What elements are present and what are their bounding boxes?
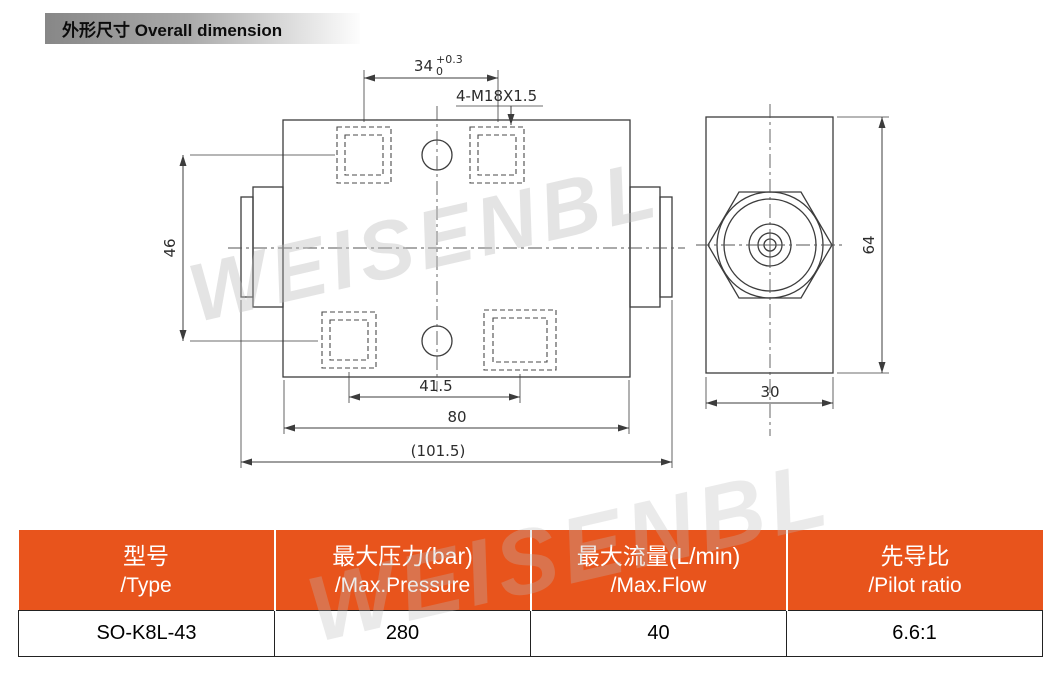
side-view — [696, 104, 844, 436]
col-header-max-flow-en: /Max.Flow — [610, 574, 707, 598]
section-title: 外形尺寸 Overall dimension — [62, 21, 283, 40]
dim-41-5-label: 41.5 — [419, 377, 452, 395]
spec-table-header-row: 型号 /Type 最大压力(bar) /Max.Pressure 最大流量(L/… — [18, 530, 1043, 610]
port-bottom-right — [483, 309, 557, 371]
port-top-left-inner — [344, 134, 384, 176]
spec-table: 型号 /Type 最大压力(bar) /Max.Pressure 最大流量(L/… — [18, 530, 1043, 657]
dim-30-label: 30 — [760, 383, 779, 401]
port-bottom-left-inner — [329, 319, 369, 361]
cell-max-pressure: 280 — [274, 609, 531, 657]
cell-max-flow: 40 — [530, 609, 787, 657]
col-header-type-en: /Type — [120, 574, 172, 598]
port-bottom-right-inner — [492, 317, 548, 363]
dim-80-label: 80 — [447, 408, 466, 426]
port-top-left — [336, 126, 392, 184]
port-top-right — [469, 126, 525, 184]
dim-64-label: 64 — [860, 235, 878, 254]
technical-drawing: 34 +0.3 0 4-M18X1.5 46 41.5 80 (101.5) — [161, 53, 889, 468]
dim-101-5-label: (101.5) — [411, 442, 466, 460]
spec-table-data-row: SO-K8L-43 280 40 6.6:1 — [18, 609, 1043, 657]
left-end-plug — [252, 186, 284, 308]
col-header-max-pressure: 最大压力(bar) /Max.Pressure — [273, 530, 531, 610]
col-header-type: 型号 /Type — [18, 530, 275, 610]
front-view — [228, 106, 685, 392]
col-header-type-zh: 型号 — [123, 543, 169, 569]
right-end-plug-tip — [659, 196, 673, 298]
port-top-right-inner — [477, 134, 517, 176]
dim-46-label: 46 — [161, 238, 179, 257]
right-end-plug — [629, 186, 661, 308]
valve-body-outline — [282, 119, 631, 378]
side-dimensions: 64 30 — [705, 116, 889, 409]
front-dimensions: 34 +0.3 0 4-M18X1.5 46 41.5 80 (101.5) — [161, 53, 673, 468]
col-header-pilot-ratio-en: /Pilot ratio — [868, 574, 962, 598]
section-header: 外形尺寸 Overall dimension — [45, 13, 360, 44]
thread-callout-label: 4-M18X1.5 — [456, 87, 537, 105]
cell-type: SO-K8L-43 — [18, 609, 275, 657]
dim-34-tolerance-lower: 0 — [436, 65, 443, 78]
left-end-plug-tip — [240, 196, 254, 298]
port-bottom-left — [321, 311, 377, 369]
dim-34-label: 34 — [414, 57, 433, 75]
col-header-pilot-ratio: 先导比 /Pilot ratio — [785, 530, 1043, 610]
col-header-max-pressure-zh: 最大压力(bar) — [332, 543, 473, 569]
col-header-pilot-ratio-zh: 先导比 — [880, 543, 950, 569]
col-header-max-pressure-en: /Max.Pressure — [334, 574, 471, 598]
col-header-max-flow: 最大流量(L/min) /Max.Flow — [529, 530, 787, 610]
col-header-max-flow-zh: 最大流量(L/min) — [576, 543, 741, 569]
dim-34-tolerance-upper: +0.3 — [436, 53, 463, 66]
cell-pilot-ratio: 6.6:1 — [786, 609, 1043, 657]
